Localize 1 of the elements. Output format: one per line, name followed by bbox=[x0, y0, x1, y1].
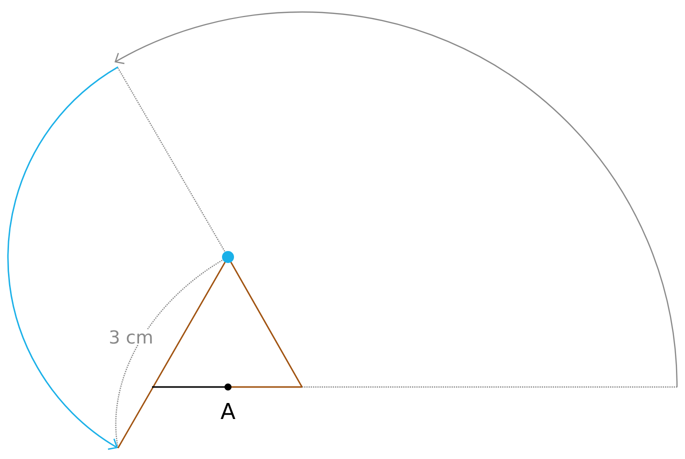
point-label: 3 cm bbox=[108, 329, 154, 345]
